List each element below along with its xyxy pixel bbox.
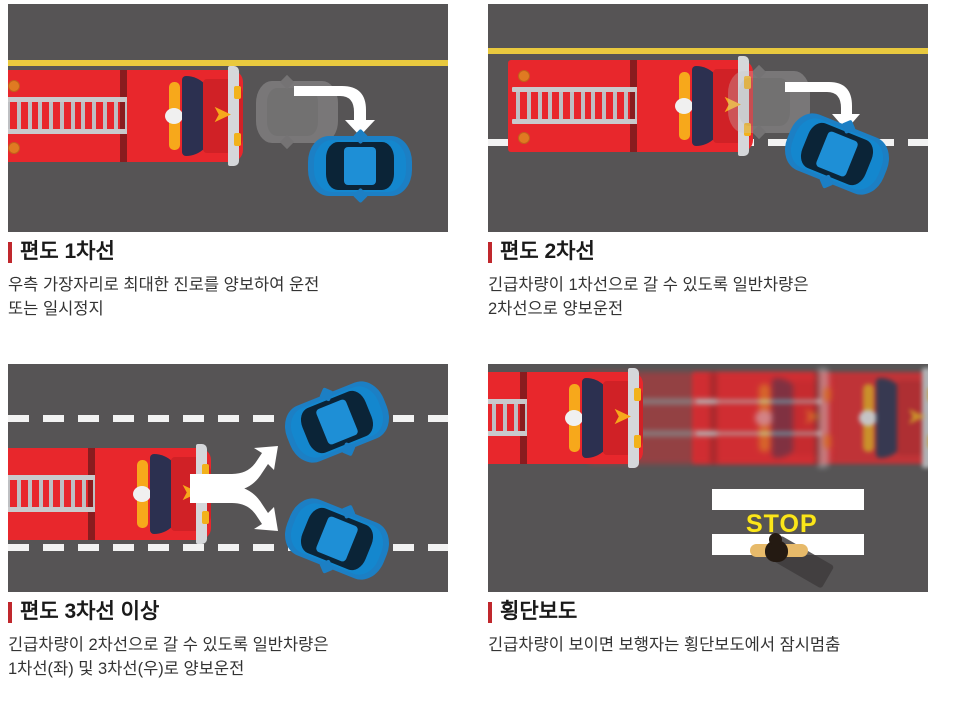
truck-front-chevron-icon: ➤ — [722, 93, 742, 117]
panel-one-lane-illustration: ➤ — [8, 4, 448, 232]
truck-front-bumper — [738, 56, 749, 156]
heading-accent-bar — [8, 242, 12, 263]
scene-crosswalk: ➤ ➤ — [488, 364, 928, 592]
fire-truck-motion-ghost-mid: ➤ — [588, 368, 834, 472]
fire-truck: ➤ — [488, 368, 643, 468]
heading-accent-bar — [488, 242, 492, 263]
truck-mirror — [202, 464, 209, 477]
pedestrian-body — [765, 540, 788, 562]
fire-truck: ➤ — [8, 444, 211, 544]
truck-mirror — [202, 511, 209, 524]
blue-car-lower — [277, 491, 397, 587]
panel-body-text: 우측 가장자리로 최대한 진로를 양보하여 운전 또는 일시정지 — [8, 276, 320, 319]
blue-car — [308, 128, 412, 204]
solid-yellow-center-line — [8, 60, 448, 66]
truck-body-seam — [520, 372, 527, 464]
truck-roof-hub — [565, 410, 583, 426]
yield-arrow-up-right-icon — [190, 446, 300, 520]
yield-arrow-right-down-icon — [783, 82, 863, 136]
truck-mirror — [634, 388, 641, 401]
panel-two-lane-illustration: ➤ — [488, 4, 928, 232]
panel-heading-text: 편도 3차선 이상 — [20, 600, 160, 623]
ladder-rail — [8, 97, 167, 102]
truck-roof-hub — [675, 98, 693, 114]
caption-three-lane: 편도 3차선 이상 긴급차량이 2차선으로 갈 수 있도록 일반차량은 1차선(… — [8, 600, 468, 682]
panel-heading: 편도 2차선 — [488, 240, 948, 264]
panel-heading-text: 편도 2차선 — [500, 240, 595, 263]
panel-body-text: 긴급차량이 2차선으로 갈 수 있도록 일반차량은 1차선(좌) 및 3차선(우… — [8, 636, 329, 679]
blue-car-upper — [277, 374, 397, 470]
panel-body-text: 긴급차량이 보이면 보행자는 횡단보도에서 잠시멈춤 — [488, 636, 841, 655]
truck-front-bumper — [628, 368, 639, 468]
truck-mirror — [744, 123, 751, 136]
ladder-rail — [8, 475, 135, 480]
panel-heading-text: 편도 1차선 — [20, 240, 115, 263]
truck-marker-lamp-icon — [518, 132, 530, 144]
panel-heading: 횡단보도 — [488, 600, 948, 624]
caption-crosswalk: 횡단보도 긴급차량이 보이면 보행자는 횡단보도에서 잠시멈춤 — [488, 600, 948, 658]
ladder-rail — [8, 129, 167, 134]
caption-two-lane: 편도 2차선 긴급차량이 1차선으로 갈 수 있도록 일반차량은 2차선으로 양… — [488, 240, 948, 322]
truck-body-seam — [630, 60, 637, 152]
ghost-car-previous-position — [256, 74, 338, 150]
yield-arrow-down-right-icon — [190, 480, 300, 554]
truck-roof-hub — [133, 486, 151, 502]
truck-front-bumper — [228, 66, 239, 166]
crosswalk-stripe — [712, 489, 864, 510]
truck-mirror — [744, 76, 751, 89]
stop-road-text: STOP — [746, 510, 818, 538]
truck-front-chevron-icon: ➤ — [212, 101, 233, 128]
truck-mirror — [234, 86, 241, 99]
ladder-rail — [512, 87, 677, 92]
yield-arrow-right-down-icon — [292, 86, 380, 142]
truck-marker-lamp-icon — [518, 70, 530, 82]
fire-truck: ➤ — [508, 56, 753, 156]
scene-three-lane: ➤ — [8, 364, 448, 592]
truck-front-chevron-icon: ➤ — [612, 403, 633, 430]
ladder-rail — [8, 507, 135, 512]
truck-roof-hub — [165, 108, 183, 124]
truck-mirror — [234, 133, 241, 146]
truck-marker-lamp-icon — [8, 80, 20, 92]
fire-truck-motion-ghost-far: ➤ — [692, 368, 928, 472]
ladder-rail — [512, 119, 677, 124]
panel-heading: 편도 1차선 — [8, 240, 468, 264]
blue-car — [777, 106, 897, 202]
truck-body-seam — [120, 70, 127, 162]
panel-heading-text: 횡단보도 — [500, 600, 578, 623]
panel-heading: 편도 3차선 이상 — [8, 600, 468, 624]
scene-two-lane: ➤ — [488, 4, 928, 232]
solid-yellow-center-line — [488, 48, 928, 54]
ghost-car-glass — [739, 78, 791, 126]
fire-truck: ➤ — [8, 66, 243, 166]
scene-one-lane: ➤ — [8, 4, 448, 232]
heading-accent-bar — [488, 602, 492, 623]
panel-crosswalk-illustration: ➤ ➤ — [488, 364, 928, 592]
car-roof-panel — [344, 146, 376, 186]
caption-one-lane: 편도 1차선 우측 가장자리로 최대한 진로를 양보하여 운전 또는 일시정지 — [8, 240, 468, 322]
heading-accent-bar — [8, 602, 12, 623]
pedestrian-head — [769, 533, 782, 546]
panel-three-lane-illustration: ➤ — [8, 364, 448, 592]
truck-body-seam — [88, 448, 95, 540]
panel-body-text: 긴급차량이 1차선으로 갈 수 있도록 일반차량은 2차선으로 양보운전 — [488, 276, 809, 319]
truck-mirror — [634, 435, 641, 448]
truck-marker-lamp-icon — [8, 142, 20, 154]
